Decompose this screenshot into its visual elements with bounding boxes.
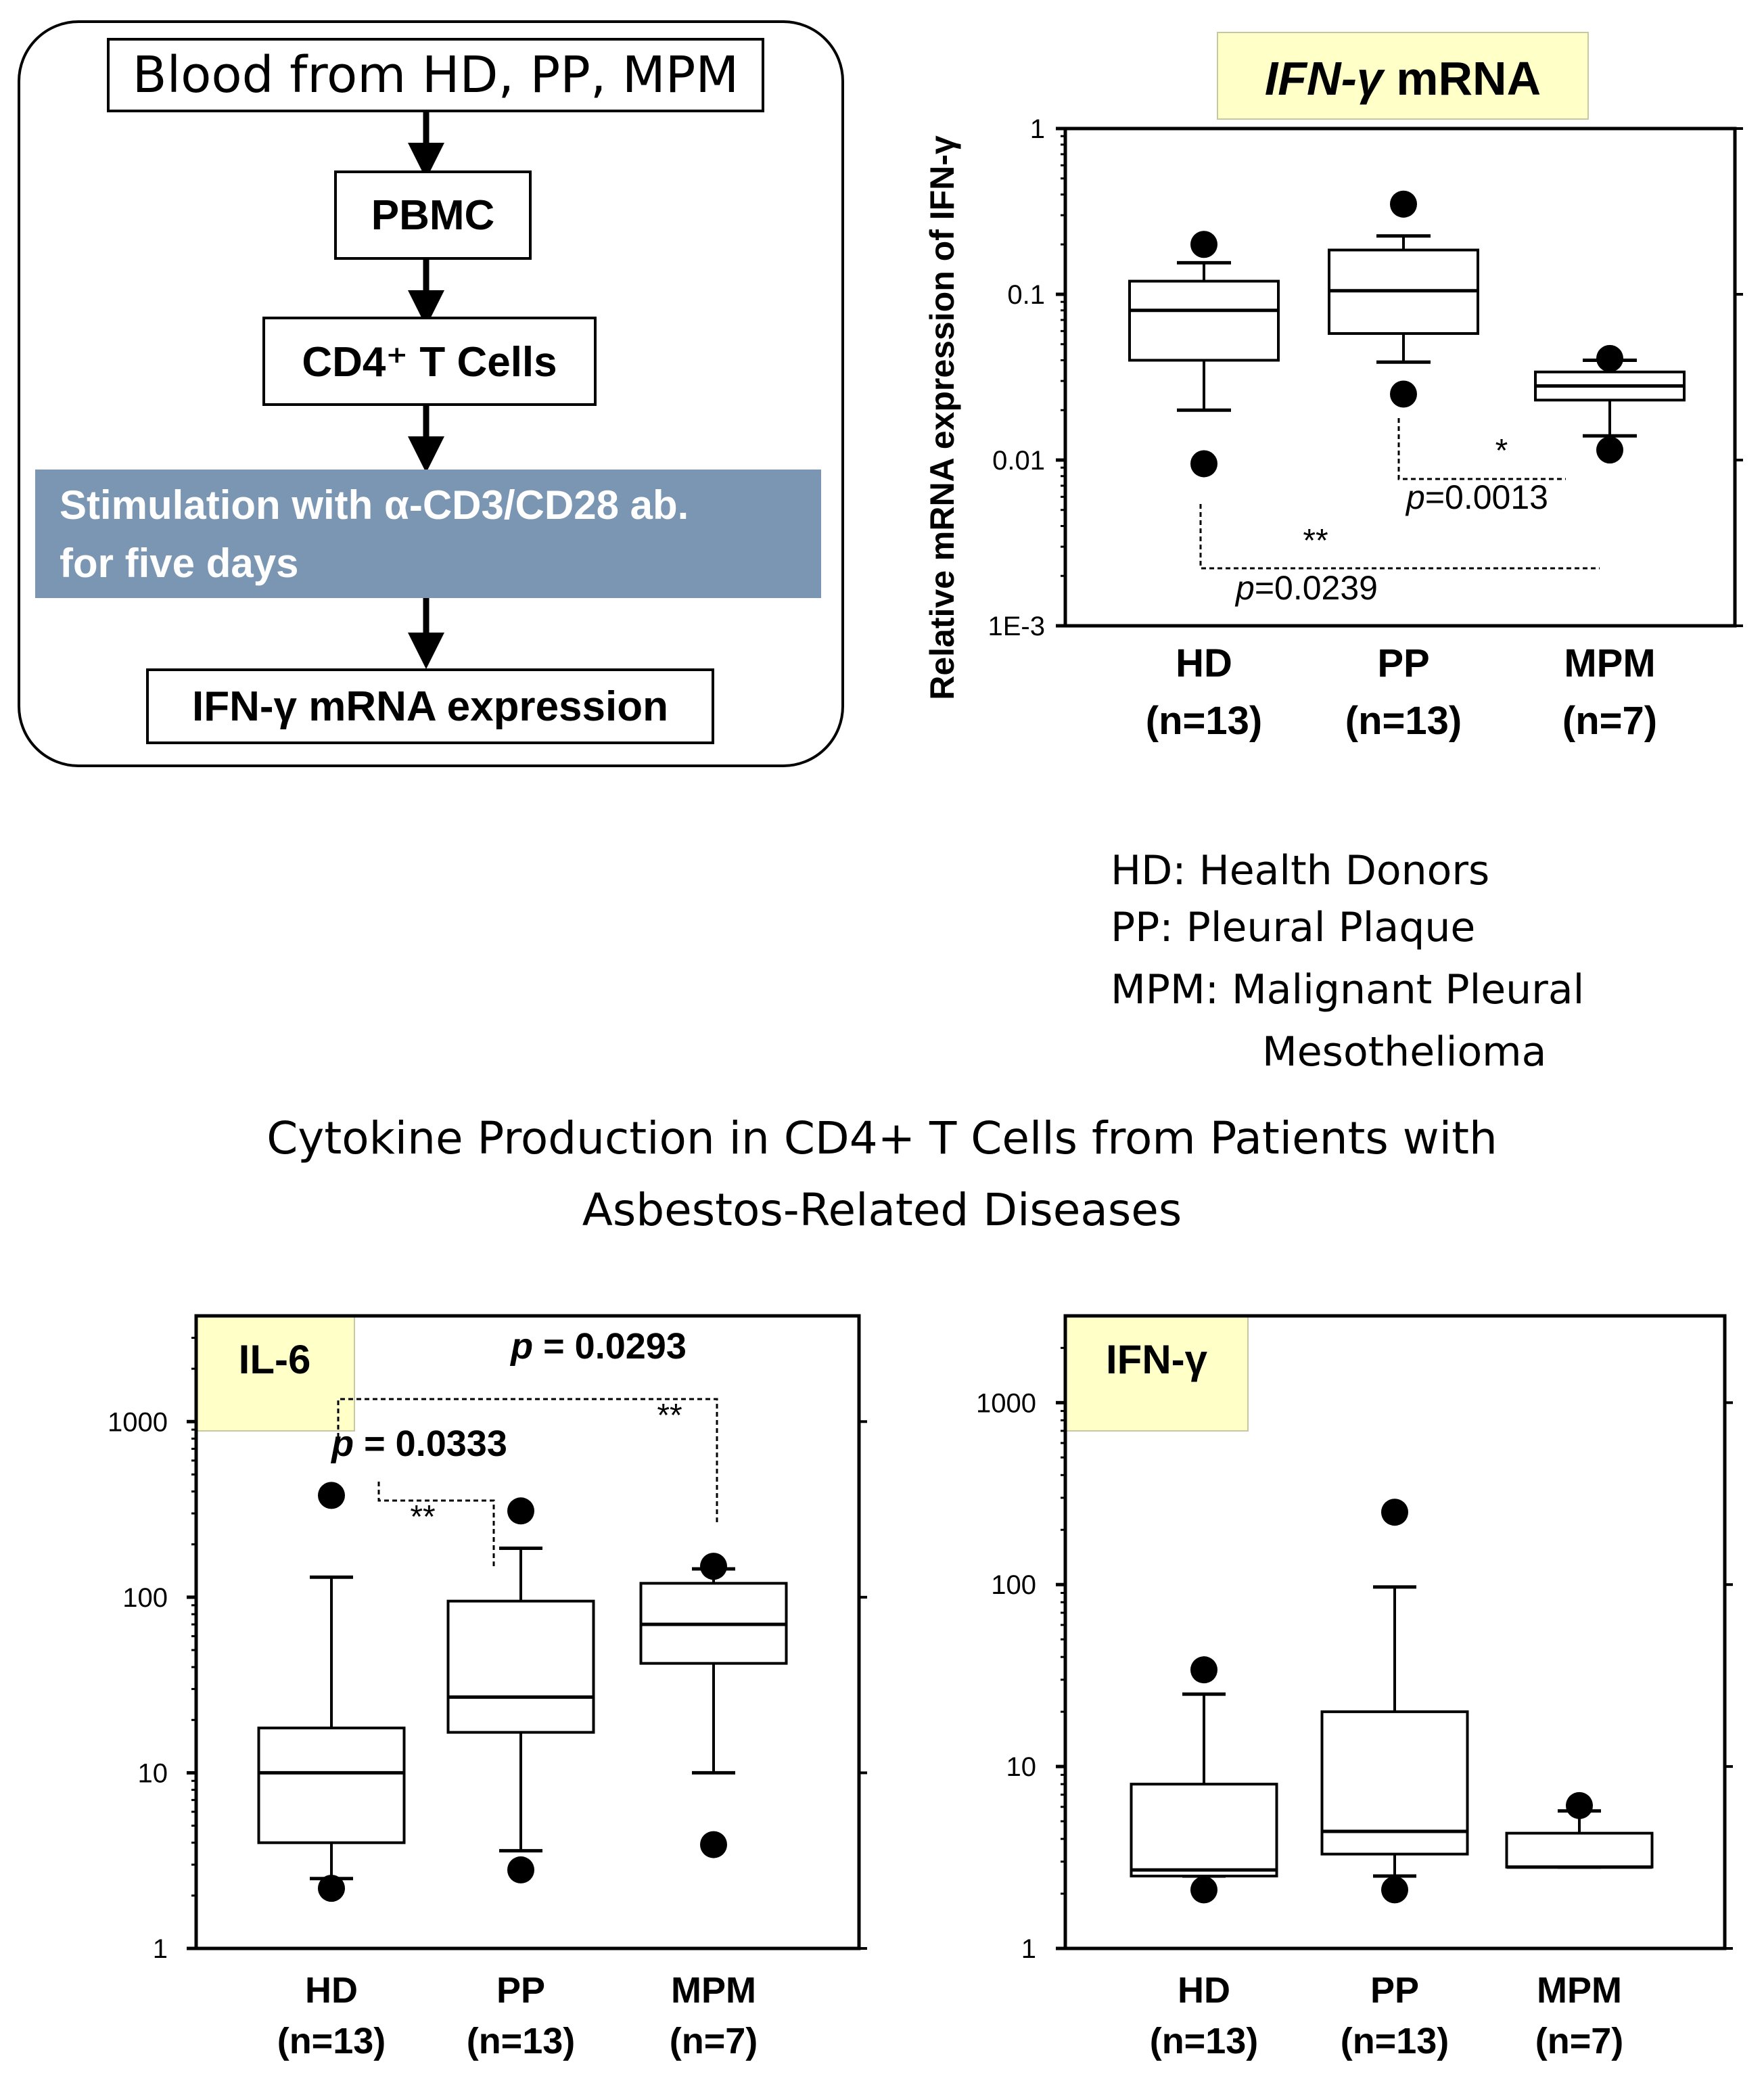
y-tick-label: 1000 — [108, 1407, 168, 1437]
flow-step-label: IFN-γ mRNA expression — [192, 683, 668, 730]
x-category-count: (n=7) — [670, 2021, 758, 2061]
x-category-label: HD — [1176, 641, 1232, 685]
x-category-count: (n=13) — [467, 2021, 576, 2061]
outlier-point — [318, 1875, 345, 1902]
flow-step-stimulation: Stimulation with α-CD3/CD28 ab. for five… — [35, 470, 821, 598]
flow-step-label: CD4⁺ T Cells — [302, 338, 557, 386]
x-category-label: MPM — [1564, 641, 1655, 685]
p-value-label: p = 0.0333 — [330, 1423, 507, 1464]
outlier-point — [1390, 190, 1417, 218]
significance-stars: ** — [410, 1499, 435, 1535]
significance-bracket — [377, 1482, 495, 1570]
outlier-point — [700, 1553, 727, 1580]
outlier-point — [1190, 231, 1217, 258]
x-category-count: (n=13) — [1341, 2021, 1449, 2061]
x-category-label: PP — [1377, 641, 1429, 685]
outlier-point — [507, 1497, 534, 1525]
y-tick-label: 1 — [1030, 114, 1045, 144]
y-tick-label: 0.1 — [1007, 280, 1045, 310]
x-category-label: PP — [496, 1970, 545, 2011]
flow-step-label: Stimulation with α-CD3/CD28 ab. — [60, 482, 689, 528]
significance-bracket — [1397, 418, 1566, 480]
box-iqr — [1128, 279, 1280, 362]
y-tick-label: 100 — [991, 1570, 1036, 1600]
flow-step-cd4: CD4⁺ T Cells — [262, 317, 597, 406]
x-category-count: (n=7) — [1562, 699, 1657, 743]
chart-title: IFN-γ — [1106, 1337, 1208, 1382]
chart-title: IFN-γ mRNA — [1265, 52, 1541, 105]
legend-line: PP: Pleural Plaque — [1111, 904, 1476, 951]
outlier-point — [1190, 450, 1217, 478]
y-tick-label: 1E-3 — [988, 612, 1046, 641]
outlier-point — [1381, 1499, 1408, 1526]
outlier-point — [1596, 436, 1623, 464]
legend-line: MPM: Malignant Pleural — [1111, 966, 1585, 1013]
outlier-point — [1381, 1876, 1408, 1904]
significance-stars: ** — [1303, 523, 1328, 559]
x-category-count: (n=13) — [277, 2021, 386, 2061]
chart-title: IL-6 — [239, 1337, 311, 1382]
flow-step-pbmc: PBMC — [334, 170, 532, 260]
page-title-line: Asbestos-Related Diseases — [582, 1184, 1182, 1236]
outlier-point — [1596, 344, 1623, 372]
flow-step-blood: Blood from HD, PP, MPM — [107, 38, 764, 112]
p-value-label: p=0.0013 — [1405, 478, 1548, 516]
plot-frame — [1063, 127, 1737, 628]
outlier-point — [700, 1831, 727, 1858]
box-iqr — [1130, 1783, 1278, 1877]
outlier-point — [1190, 1876, 1217, 1904]
x-category-label: HD — [305, 1970, 358, 2011]
x-category-label: MPM — [1537, 1970, 1622, 2011]
y-tick-label: 10 — [138, 1758, 168, 1788]
outlier-point — [507, 1856, 534, 1883]
flow-step-label: Blood from HD, PP, MPM — [132, 46, 739, 104]
x-category-label: MPM — [671, 1970, 756, 2011]
outlier-point — [1390, 380, 1417, 408]
plot-frame — [1063, 1314, 1727, 1950]
p-value-label: p=0.0239 — [1234, 569, 1378, 607]
box-iqr — [1505, 1831, 1654, 1869]
significance-stars: * — [1495, 433, 1508, 469]
chart-title-highlight — [1217, 32, 1589, 120]
y-tick-label: 10 — [1006, 1752, 1037, 1782]
flow-step-label: for five days — [60, 541, 299, 586]
flowchart-arrows — [408, 112, 444, 669]
page-title-line: Cytokine Production in CD4+ T Cells from… — [266, 1112, 1498, 1164]
y-tick-label: 0.01 — [992, 446, 1045, 476]
flow-step-mrna: IFN-γ mRNA expression — [146, 668, 714, 744]
legend-line: Mesothelioma — [1262, 1028, 1547, 1076]
plot-frame — [194, 1314, 861, 1950]
outlier-point — [1566, 1791, 1593, 1819]
outlier-point — [318, 1482, 345, 1509]
y-tick-label: 1 — [153, 1934, 168, 1964]
x-category-count: (n=13) — [1146, 699, 1262, 743]
legend-line: HD: Health Donors — [1111, 847, 1490, 894]
flowchart-panel — [18, 20, 844, 767]
y-tick-label: 100 — [122, 1583, 168, 1613]
significance-bracket — [337, 1398, 718, 1522]
y-axis-label: Relative mRNA expression of IFN-γ — [923, 135, 961, 700]
box-iqr — [257, 1727, 406, 1844]
x-category-label: HD — [1178, 1970, 1230, 2011]
significance-stars: ** — [657, 1398, 682, 1434]
x-category-label: PP — [1370, 1970, 1419, 2011]
box-iqr — [446, 1599, 595, 1734]
p-value-label: p = 0.0293 — [509, 1326, 687, 1367]
x-category-count: (n=13) — [1150, 2021, 1259, 2061]
flow-step-label: PBMC — [371, 191, 495, 239]
page-title: Cytokine Production in CD4+ T Cells from… — [0, 1103, 1764, 1246]
x-category-count: (n=7) — [1535, 2021, 1624, 2061]
y-tick-label: 1000 — [976, 1388, 1036, 1418]
outlier-point — [1190, 1656, 1217, 1684]
x-category-count: (n=13) — [1345, 699, 1462, 743]
y-tick-label: 1 — [1021, 1934, 1036, 1964]
